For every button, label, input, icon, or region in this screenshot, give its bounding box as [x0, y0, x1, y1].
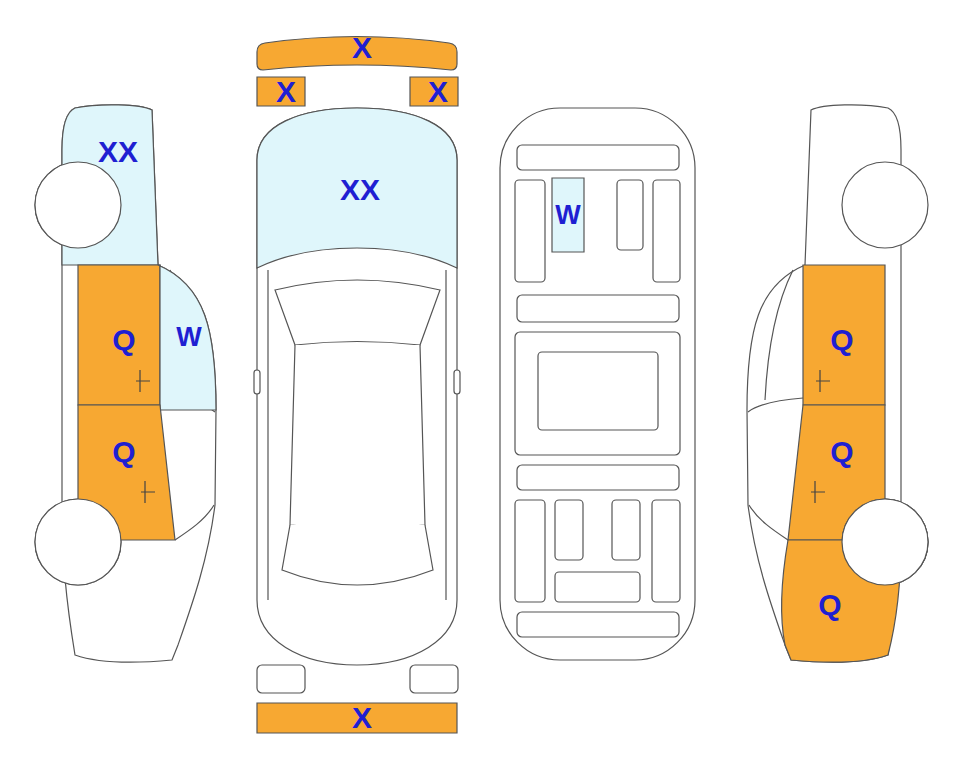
- rear-door-panel: Q: [78, 405, 175, 540]
- underbody-part: [517, 612, 679, 637]
- wheel: [842, 499, 928, 585]
- mirror: [254, 370, 260, 394]
- panel-fill: [158, 265, 216, 410]
- wheel: [35, 499, 121, 585]
- underbody-outline: [500, 108, 695, 660]
- top-view: [254, 108, 460, 693]
- underbody-part: [515, 332, 680, 455]
- underbody-part: [517, 145, 679, 170]
- panel-fill: [257, 703, 457, 733]
- door-handle: [811, 481, 825, 503]
- damage-code: X: [428, 77, 448, 107]
- wheel: [35, 162, 121, 248]
- mirror: [454, 370, 460, 394]
- panel-shape: [78, 405, 175, 540]
- panel-fill: [257, 77, 305, 106]
- damage-code: Q: [818, 590, 841, 620]
- headlight-panel: X: [410, 77, 458, 106]
- windshield: [275, 280, 440, 345]
- roof: [290, 345, 425, 529]
- wheel: [842, 499, 928, 585]
- front-door-panel: Q: [803, 265, 885, 405]
- underbody-part: [538, 352, 658, 430]
- panel-fill: [803, 265, 885, 405]
- underbody-view: [500, 108, 695, 660]
- panel-fill: [410, 77, 458, 106]
- underbody-part: [515, 500, 545, 602]
- underbody-part: [555, 572, 640, 602]
- car-body: [257, 108, 457, 665]
- door-handle: [141, 481, 155, 503]
- damage-code: Q: [830, 325, 853, 355]
- door-handle: [816, 370, 830, 392]
- wheel: [35, 162, 121, 248]
- right-side-view: [747, 105, 928, 662]
- underbody-part: [517, 465, 679, 490]
- underbody-part: [612, 500, 640, 560]
- front-door-panel: Q: [78, 265, 160, 405]
- hood-top-panel: XX: [257, 108, 457, 268]
- underbody-part: [515, 180, 545, 282]
- underbody-panel: W: [552, 178, 584, 252]
- damage-code: W: [555, 202, 580, 229]
- underbody-part: [555, 500, 583, 560]
- rear-fender-panel: Q: [779, 540, 901, 664]
- damage-code: Q: [830, 437, 853, 467]
- underbody-part: [653, 180, 680, 282]
- underbody-part: [617, 180, 643, 250]
- wheel: [35, 499, 121, 585]
- left-side-view: [35, 105, 216, 662]
- rear-window: [282, 525, 433, 585]
- hood-side-panel: XX: [62, 103, 158, 265]
- underbody-part: [517, 295, 679, 322]
- panel-fill: [257, 108, 457, 268]
- wheel: [842, 162, 928, 248]
- rear-light: [257, 665, 305, 693]
- underbody-part: [652, 500, 680, 602]
- damage-code: XX: [340, 175, 380, 205]
- front-bumper-panel: X: [257, 30, 457, 70]
- rear-light: [410, 665, 458, 693]
- rear-bumper-panel: X: [257, 703, 457, 733]
- damage-code: XX: [98, 137, 138, 167]
- panel-shape: [62, 103, 158, 265]
- damage-code: Q: [112, 325, 135, 355]
- damage-code: W: [176, 324, 201, 351]
- damage-code: Q: [112, 437, 135, 467]
- door-handle: [136, 370, 150, 392]
- wheel: [842, 499, 928, 585]
- damage-code: X: [352, 703, 372, 733]
- panel-fill: [78, 265, 160, 405]
- window-panel: W: [158, 265, 216, 410]
- headlight-panel: X: [257, 77, 305, 106]
- body-line: [268, 270, 446, 600]
- panel-fill: [552, 178, 584, 252]
- damage-code: X: [352, 33, 372, 63]
- damage-code: X: [276, 77, 296, 107]
